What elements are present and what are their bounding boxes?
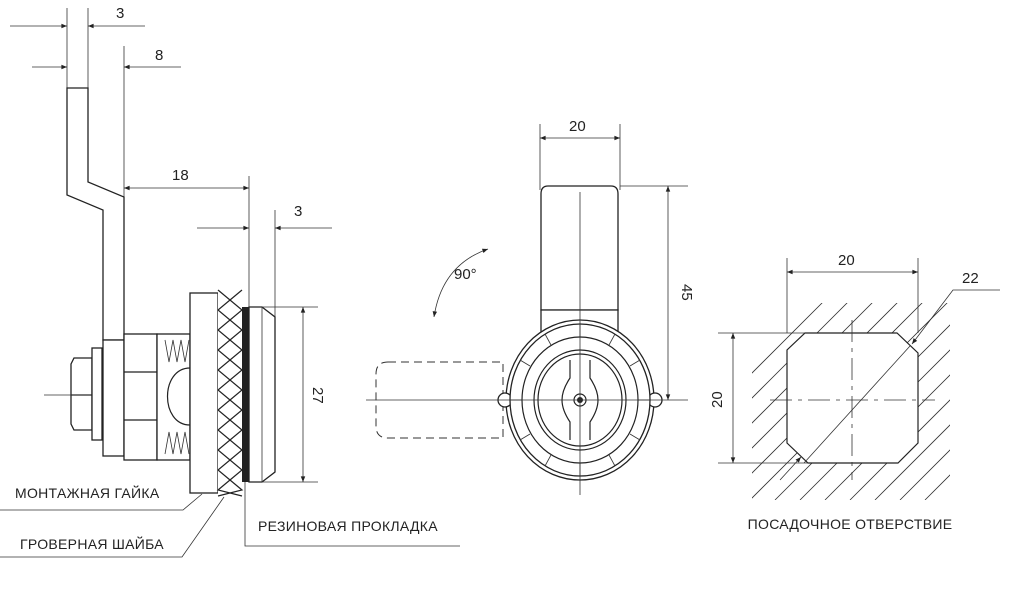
dim-text: 22	[962, 270, 979, 287]
dim-text: 20	[569, 118, 586, 135]
mounting-nut	[189, 292, 219, 494]
dim-lever-width: 20	[539, 118, 621, 190]
dim-face-diameter: 27	[262, 306, 326, 483]
hole-view: 20 20 22 ПОСАДОЧНОЕ ОТВЕРСТВИЕ	[709, 252, 1000, 532]
dim-lever-thickness: 3	[10, 5, 145, 88]
washer	[91, 347, 103, 441]
leader-line	[0, 493, 203, 511]
dim-hole-width: 20	[786, 252, 919, 333]
dim-lever-offset: 8	[32, 46, 181, 197]
dim-text: 20	[709, 391, 726, 408]
hex-nut	[70, 357, 93, 431]
dim-lever-reach: 18	[124, 167, 250, 307]
leader-line	[244, 482, 460, 547]
dim-lever-length: 45	[620, 185, 695, 400]
dim-face-depth: 3	[197, 203, 332, 317]
leader-line	[0, 496, 225, 558]
dim-text: 18	[172, 167, 189, 184]
side-view: 3 8 18 3	[0, 5, 460, 558]
label-spring-washer: ГРОВЕРНАЯ ШАЙБА	[20, 535, 164, 552]
cam-body	[102, 339, 125, 457]
mounting-hole-outline	[786, 332, 919, 464]
spring-washer	[216, 289, 244, 497]
label-rubber-gasket: РЕЗИНОВАЯ ПРОКЛАДКА	[258, 518, 438, 534]
dim-text: 20	[838, 252, 855, 269]
dim-text: 27	[309, 387, 326, 404]
dim-hole-height: 20	[709, 332, 808, 464]
lever	[66, 87, 125, 341]
dim-hole-diagonal: 22	[779, 270, 1000, 481]
rubber-gasket	[242, 307, 249, 482]
dim-text: 45	[678, 284, 695, 301]
lever-rotated-outline	[375, 361, 504, 439]
dim-text: 3	[294, 203, 302, 220]
front-view: 20	[366, 118, 695, 495]
lock-body	[123, 333, 158, 461]
dim-text: 8	[155, 47, 163, 64]
label-mounting-nut: МОНТАЖНАЯ ГАЙКА	[15, 484, 160, 501]
dim-text: 3	[116, 5, 124, 22]
hole-title: ПОСАДОЧНОЕ ОТВЕРСТВИЕ	[748, 516, 953, 532]
rotation-angle-text: 90°	[454, 266, 477, 283]
rotation-indicator: 90°	[432, 248, 489, 318]
threaded-body	[156, 333, 191, 461]
